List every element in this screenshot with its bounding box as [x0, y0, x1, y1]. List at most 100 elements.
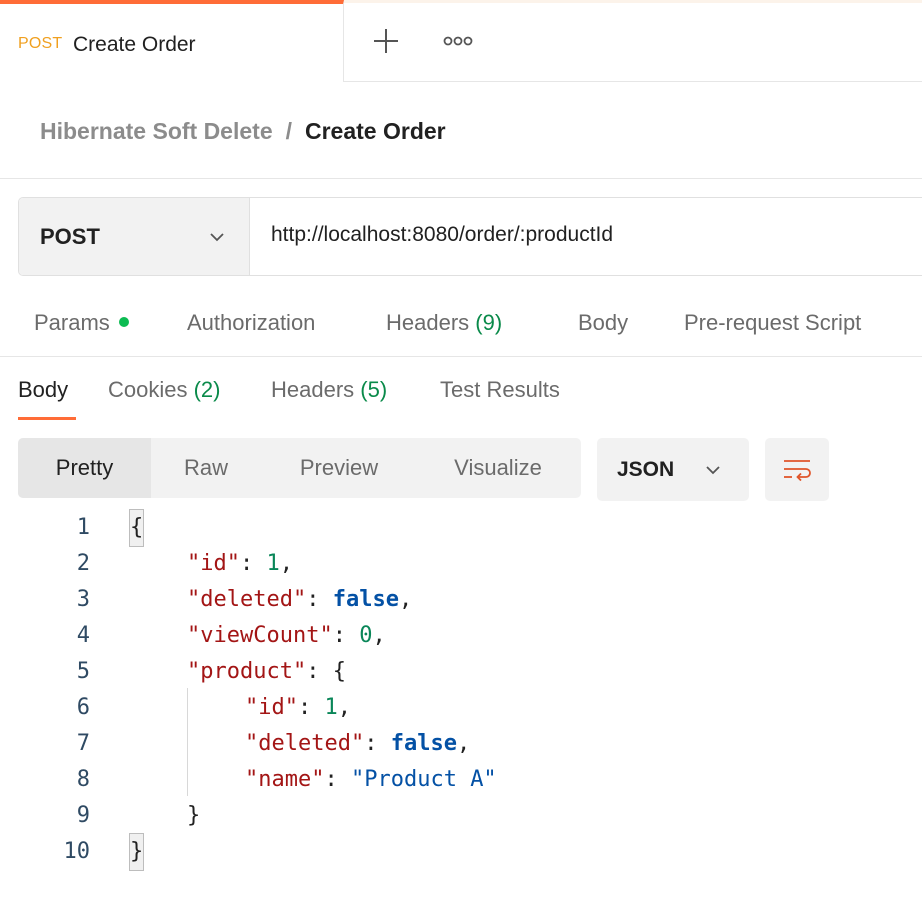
tab-label: Params	[34, 310, 110, 335]
line-number: 2	[76, 551, 90, 576]
tab-pre-request-script[interactable]: Pre-request Script	[684, 310, 861, 336]
json-sep: :	[324, 767, 351, 792]
tab-method-label: POST	[18, 35, 63, 52]
line-number: 7	[76, 731, 90, 756]
json-sep: :	[332, 623, 360, 648]
json-key: "id"	[245, 695, 298, 720]
json-key: "deleted"	[187, 587, 307, 612]
json-value: {	[332, 659, 346, 684]
tab-label: Body	[18, 377, 69, 402]
line-number: 10	[63, 839, 91, 864]
code-line: 7 "deleted": false,	[0, 726, 922, 762]
request-tab-create-order[interactable]: POST Create Order	[0, 0, 344, 82]
code-text: "id": 1,	[245, 690, 351, 726]
line-number: 5	[76, 659, 90, 684]
method-value: POST	[40, 224, 100, 249]
response-tab-cookies[interactable]: Cookies (2)	[108, 377, 221, 403]
tab-label: Test Results	[440, 377, 560, 402]
tab-params[interactable]: Params	[34, 310, 129, 336]
breadcrumb-collection[interactable]: Hibernate Soft Delete	[40, 117, 273, 144]
response-headers-count: (5)	[360, 377, 388, 402]
json-value: 0	[359, 623, 373, 648]
breadcrumb-request-name[interactable]: Create Order	[305, 117, 446, 144]
code-text: "viewCount": 0,	[187, 618, 386, 654]
tab-authorization[interactable]: Authorization	[187, 310, 315, 336]
header-divider	[0, 178, 922, 179]
code-text: "deleted": false,	[187, 582, 412, 618]
tab-strip: POST Create Order	[0, 0, 922, 82]
tab-label: Body	[578, 310, 629, 335]
json-key: "deleted"	[245, 731, 365, 756]
json-sep: :	[306, 659, 333, 684]
tab-label: Pre-request Script	[684, 310, 862, 335]
code-line: 1 {	[0, 509, 922, 547]
line-number: 1	[76, 515, 90, 540]
view-preview-button[interactable]: Preview	[299, 455, 379, 480]
code-line: 4 "viewCount": 0,	[0, 618, 922, 654]
code-text: "id": 1,	[187, 546, 293, 582]
line-number: 8	[76, 767, 90, 792]
new-tab-button[interactable]	[372, 27, 400, 55]
code-line: 8 "name": "Product A"	[0, 762, 922, 798]
code-text: "name": "Product A"	[245, 762, 497, 798]
line-number: 4	[76, 623, 90, 648]
tab-strip-divider	[344, 81, 922, 82]
breadcrumb: Hibernate Soft Delete / Create Order	[40, 114, 446, 148]
code-text: }	[187, 803, 201, 828]
json-value: false	[390, 731, 457, 756]
json-sep: :	[297, 695, 325, 720]
code-line: 2 "id": 1,	[0, 546, 922, 582]
code-line: 9 }	[0, 798, 922, 834]
breadcrumb-separator: /	[285, 117, 292, 144]
chevron-down-icon	[706, 466, 720, 475]
json-end: ,	[337, 695, 351, 720]
json-end: ,	[456, 731, 471, 756]
url-bar: POST	[18, 197, 922, 276]
wrap-lines-button[interactable]	[765, 438, 829, 501]
json-key: "viewCount"	[187, 623, 333, 648]
view-pretty-button[interactable]: Pretty	[18, 438, 151, 498]
cookies-count: (2)	[193, 377, 221, 402]
method-dropdown[interactable]: POST	[19, 198, 250, 275]
json-sep: :	[364, 731, 391, 756]
code-line: 6 "id": 1,	[0, 690, 922, 726]
json-key: "id"	[187, 551, 240, 576]
json-value: "Product A"	[350, 767, 497, 792]
format-value: JSON	[617, 458, 675, 481]
json-end: ,	[279, 551, 293, 576]
response-tab-test-results[interactable]: Test Results	[440, 377, 560, 403]
json-value: false	[332, 587, 399, 612]
view-visualize-button[interactable]: Visualize	[454, 455, 542, 480]
request-tabs-divider	[0, 356, 922, 357]
json-sep: :	[239, 551, 267, 576]
code-text: {	[128, 509, 145, 547]
tab-body[interactable]: Body	[578, 310, 628, 336]
plus-icon	[374, 29, 398, 53]
tab-title: Create Order	[73, 33, 196, 56]
active-tab-indicator	[18, 417, 76, 420]
view-raw-button[interactable]: Raw	[183, 455, 228, 480]
json-end: ,	[398, 587, 413, 612]
tab-label: Authorization	[187, 310, 316, 335]
code-line: 10 }	[0, 833, 922, 871]
indent-guide	[187, 688, 188, 796]
wrap-lines-icon	[784, 460, 811, 481]
line-number: 3	[76, 587, 90, 612]
response-tab-body[interactable]: Body	[18, 377, 68, 403]
code-line: 3 "deleted": false,	[0, 582, 922, 618]
json-value: 1	[266, 551, 280, 576]
more-tabs-button[interactable]	[440, 31, 476, 51]
tab-label: Headers	[271, 377, 355, 402]
tab-headers[interactable]: Headers (9)	[386, 310, 502, 336]
response-tab-headers[interactable]: Headers (5)	[271, 377, 387, 403]
format-dropdown[interactable]: JSON	[597, 438, 749, 501]
tab-label: Headers	[386, 310, 470, 335]
code-text: "product": {	[187, 654, 346, 690]
json-key: "name"	[245, 767, 325, 792]
url-input[interactable]	[271, 223, 911, 247]
line-number: 9	[76, 803, 90, 828]
json-key: "product"	[187, 659, 307, 684]
headers-count: (9)	[475, 310, 503, 335]
code-text: }	[128, 833, 145, 871]
view-mode-toggle: Pretty Raw Preview Visualize	[18, 438, 581, 498]
